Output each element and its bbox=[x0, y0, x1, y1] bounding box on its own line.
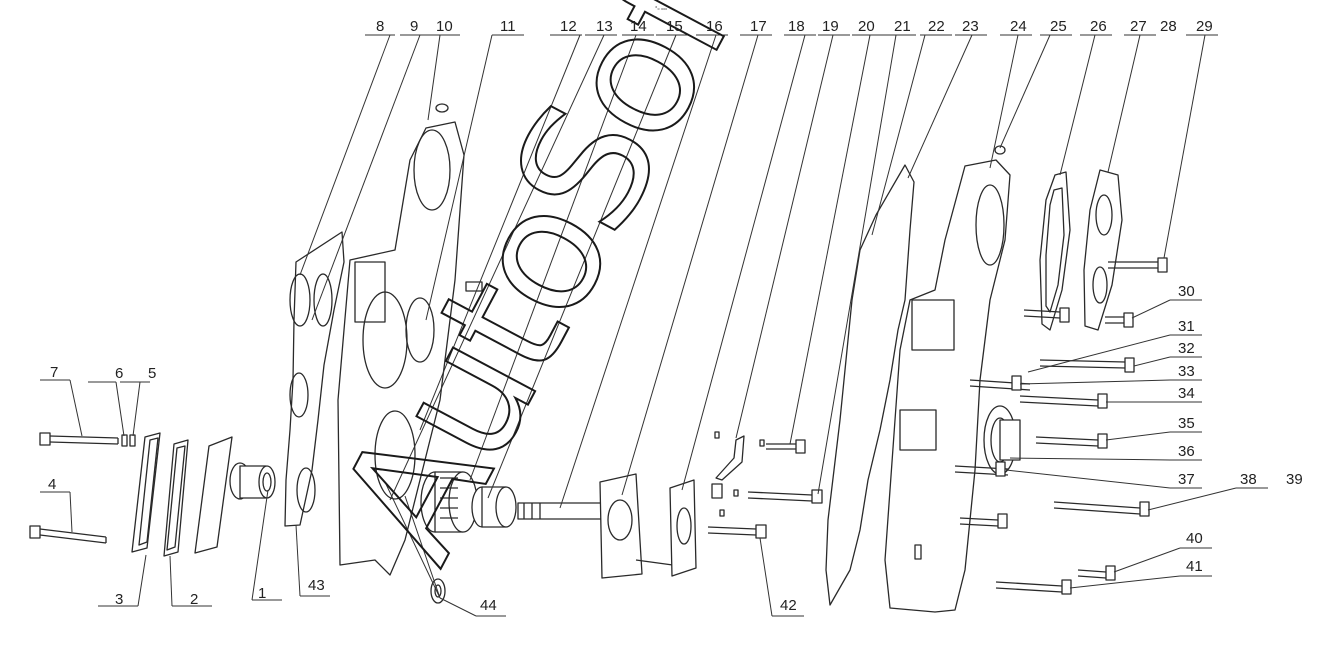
bolt-35b bbox=[1035, 433, 1108, 449]
callout-38: 38 bbox=[1240, 471, 1257, 488]
callout-2: 2 bbox=[190, 591, 198, 608]
bolt-4 bbox=[29, 525, 107, 544]
callout-30: 30 bbox=[1178, 283, 1195, 300]
callout-25: 25 bbox=[1050, 18, 1067, 35]
callout-34: 34 bbox=[1178, 385, 1195, 402]
gasket-27 bbox=[1039, 171, 1071, 331]
callout-35: 35 bbox=[1178, 415, 1195, 432]
plate-28 bbox=[1083, 169, 1123, 331]
callout-41: 41 bbox=[1186, 558, 1203, 575]
leader-lines bbox=[40, 34, 1268, 617]
callout-36: 36 bbox=[1178, 443, 1195, 460]
callout-20: 20 bbox=[858, 18, 875, 35]
callout-32: 32 bbox=[1178, 340, 1195, 357]
bolt-7 bbox=[39, 432, 119, 446]
callout-15: 15 bbox=[666, 18, 683, 35]
bolt-38 bbox=[1053, 501, 1150, 517]
callout-21: 21 bbox=[894, 18, 911, 35]
callout-27: 27 bbox=[1130, 18, 1147, 35]
gasket-2 bbox=[163, 439, 189, 557]
cover-plate-3 bbox=[131, 432, 161, 553]
callout-24: 24 bbox=[1010, 18, 1027, 35]
callout-5: 5 bbox=[148, 365, 156, 382]
header-mark: °₀ ₀₀₀ bbox=[655, 6, 667, 12]
callout-39: 39 bbox=[1286, 471, 1303, 488]
callout-4: 4 bbox=[48, 476, 56, 493]
bolt-26 bbox=[1023, 307, 1070, 323]
callout-43: 43 bbox=[308, 577, 325, 594]
callout-numbers: 1 2 3 4 5 6 7 8 9 10 11 12 13 14 15 16 1… bbox=[48, 18, 1303, 614]
bolt-34 bbox=[1019, 393, 1108, 409]
callout-16: 16 bbox=[706, 18, 723, 35]
bolt-41 bbox=[995, 579, 1072, 595]
callout-3: 3 bbox=[115, 591, 123, 608]
bolt-42 bbox=[707, 524, 767, 539]
parts-drawing bbox=[29, 103, 1168, 613]
callout-11: 11 bbox=[500, 18, 516, 35]
callout-18: 18 bbox=[788, 18, 805, 35]
bracket-18 bbox=[599, 473, 681, 579]
callout-40: 40 bbox=[1186, 530, 1203, 547]
callout-19: 19 bbox=[822, 18, 839, 35]
callout-13: 13 bbox=[596, 18, 613, 35]
bolt-30 bbox=[1105, 312, 1134, 328]
flange-35 bbox=[983, 405, 1021, 475]
callout-28: 28 bbox=[1160, 18, 1177, 35]
lever-20 bbox=[711, 435, 745, 499]
main-housing bbox=[337, 103, 465, 576]
rear-housing-24 bbox=[884, 145, 1011, 613]
plate-19 bbox=[669, 479, 697, 577]
callout-17: 17 bbox=[750, 18, 767, 35]
bolt-40 bbox=[1077, 565, 1116, 581]
callout-10: 10 bbox=[436, 18, 453, 35]
washers-5-6 bbox=[121, 434, 136, 447]
callout-12: 12 bbox=[560, 18, 577, 35]
bolt-21 bbox=[766, 439, 806, 454]
flange-housing-1 bbox=[194, 436, 276, 554]
bolt-32 bbox=[1039, 357, 1135, 373]
callout-7: 7 bbox=[50, 364, 58, 381]
callout-14: 14 bbox=[630, 18, 647, 35]
bolt-22 bbox=[747, 489, 823, 504]
bolt-37 bbox=[954, 461, 1009, 477]
callout-9: 9 bbox=[410, 18, 418, 35]
callout-1: 1 bbox=[258, 585, 266, 602]
callout-37: 37 bbox=[1178, 471, 1195, 488]
callout-42: 42 bbox=[780, 597, 797, 614]
gasket-23 bbox=[825, 164, 915, 606]
gear-15 bbox=[420, 471, 478, 533]
callout-23: 23 bbox=[962, 18, 979, 35]
callout-33: 33 bbox=[1178, 363, 1195, 380]
gasket-43 bbox=[284, 231, 345, 527]
pins-small bbox=[714, 431, 765, 517]
bolt-29 bbox=[1108, 257, 1168, 273]
callout-22: 22 bbox=[928, 18, 945, 35]
pin-12 bbox=[465, 281, 483, 292]
callout-44: 44 bbox=[480, 597, 497, 614]
bolt-36 bbox=[959, 513, 1008, 529]
callout-8: 8 bbox=[376, 18, 384, 35]
callout-31: 31 bbox=[1178, 318, 1195, 335]
bushing-16 bbox=[471, 486, 517, 528]
bolt-33 bbox=[969, 375, 1031, 391]
callout-29: 29 bbox=[1196, 18, 1213, 35]
callout-26: 26 bbox=[1090, 18, 1107, 35]
callout-6: 6 bbox=[115, 365, 123, 382]
